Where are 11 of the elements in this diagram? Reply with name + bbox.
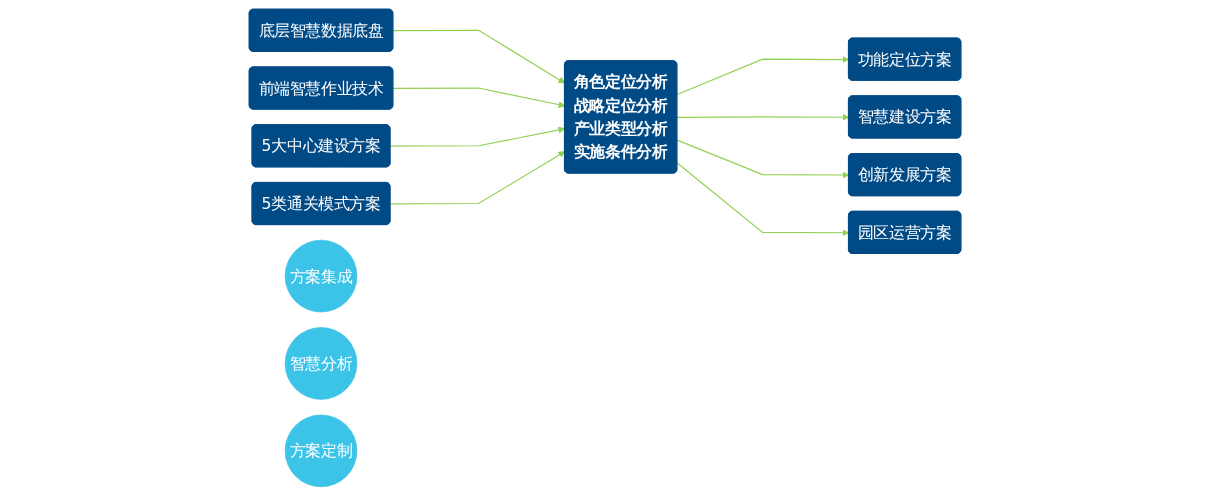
arrow — [389, 151, 566, 205]
arrow — [676, 139, 850, 179]
arrow — [392, 29, 566, 84]
arrow — [676, 113, 850, 121]
arrow — [676, 56, 850, 96]
node-circle: 方案集成 — [284, 239, 358, 313]
node-circle: 方案定制 — [284, 414, 358, 488]
arrow — [392, 87, 566, 108]
node-circle: 智慧分析 — [284, 327, 358, 400]
arrow — [676, 162, 850, 237]
arrow — [389, 126, 566, 147]
